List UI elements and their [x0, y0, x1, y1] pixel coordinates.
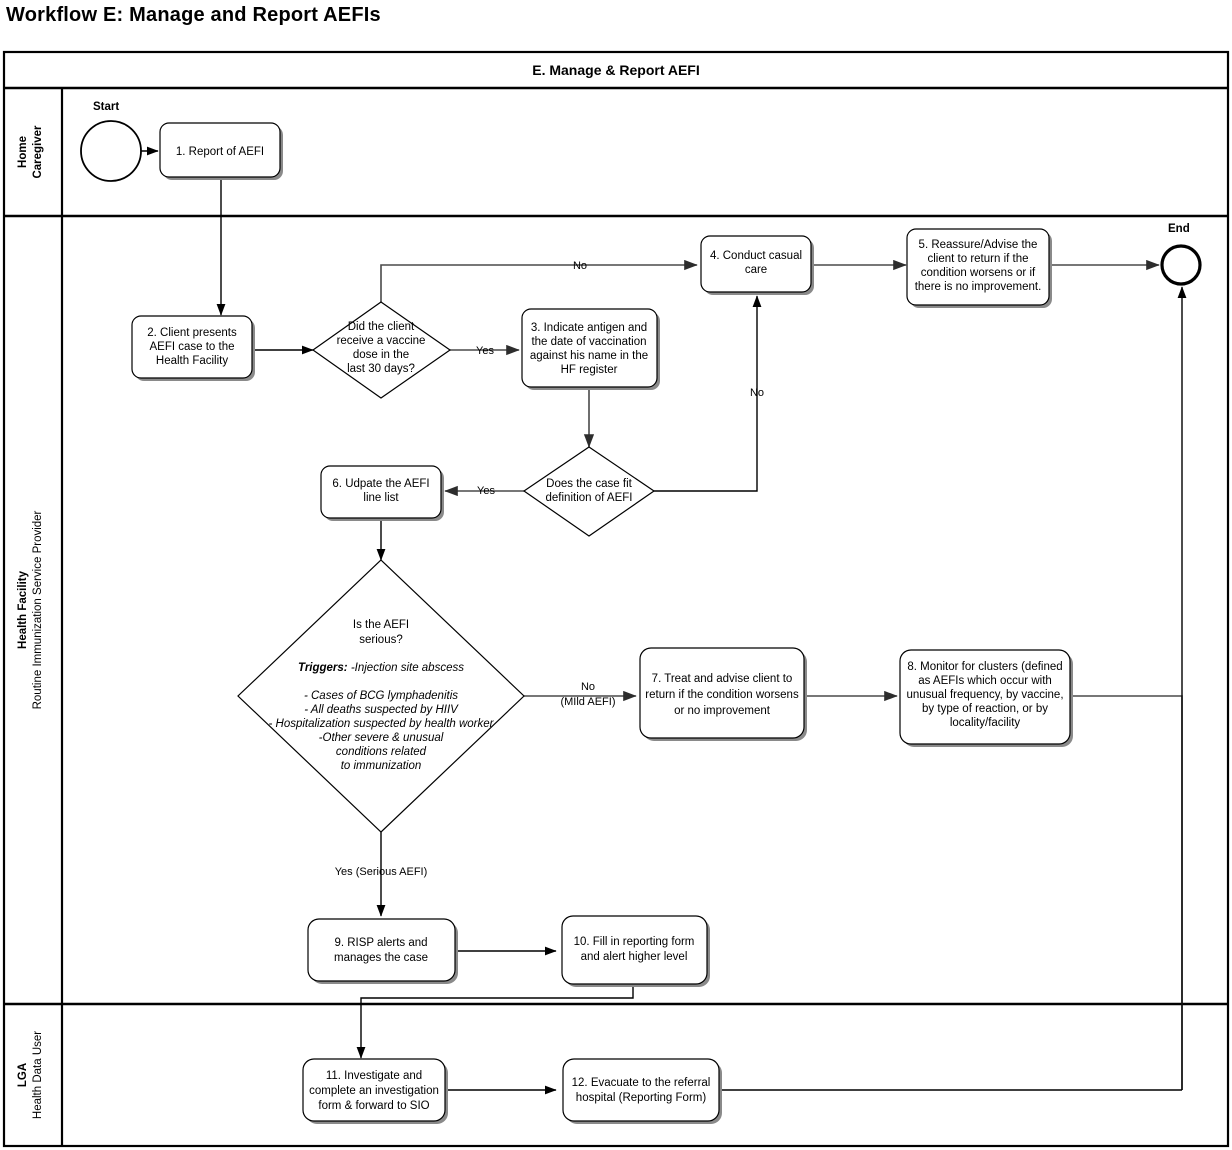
svg-text:dose in the: dose in the: [353, 349, 409, 361]
svg-text:Is the AEFI: Is the AEFI: [353, 619, 409, 631]
node-1-report-of-aefi[interactable]: 1. Report of AEFI: [159, 122, 283, 180]
edge-label-d2-yes: Yes: [477, 485, 495, 497]
svg-text:- All deaths suspected by HIIV: - All deaths suspected by HIIV: [304, 704, 459, 716]
svg-text:AEFI case to the: AEFI case to the: [149, 341, 234, 353]
svg-text:5. Reassure/Advise the: 5. Reassure/Advise the: [919, 239, 1038, 251]
svg-text:HF register: HF register: [561, 364, 618, 376]
svg-text:as AEFIs which occur with: as AEFIs which occur with: [918, 675, 1052, 687]
svg-text:7. Treat and advise client to: 7. Treat and advise client to: [652, 673, 793, 685]
svg-text:against his name in the: against his name in the: [530, 350, 648, 362]
svg-text:3. Indicate antigen and: 3. Indicate antigen and: [531, 322, 647, 334]
svg-text:care: care: [745, 264, 767, 276]
edge-label-d3-no-line1: No: [581, 681, 595, 693]
svg-text:hospital (Reporting Form): hospital (Reporting Form): [576, 1092, 707, 1104]
svg-text:Does the case fit: Does the case fit: [546, 478, 632, 490]
node-12-evacuate-referral-hospital[interactable]: 12. Evacuate to the referral hospital (R…: [562, 1058, 722, 1124]
svg-text:manages the case: manages the case: [334, 952, 428, 964]
svg-text:receive a vaccine: receive a vaccine: [337, 335, 426, 347]
svg-text:definition of AEFI: definition of AEFI: [546, 492, 633, 504]
svg-text:12. Evacuate to the referral: 12. Evacuate to the referral: [572, 1077, 711, 1089]
edge-label-d2-no: No: [750, 387, 764, 399]
svg-text:and alert higher level: and alert higher level: [581, 951, 688, 963]
svg-text:6. Udpate the AEFI: 6. Udpate the AEFI: [332, 478, 429, 490]
node-10-fill-reporting-form[interactable]: 10. Fill in reporting form and alert hig…: [561, 915, 710, 987]
svg-text:-Other severe & unusual: -Other severe & unusual: [319, 732, 444, 744]
node-2-client-presents[interactable]: 2. Client presents AEFI case to the Heal…: [131, 315, 255, 381]
svg-text:unusual frequency, by vaccine,: unusual frequency, by vaccine,: [906, 689, 1063, 701]
svg-text:Routine Immunization Service P: Routine Immunization Service Provider: [32, 510, 44, 709]
start-label: Start: [93, 101, 119, 113]
decision-is-aefi-serious[interactable]: Is the AEFI serious? Triggers: -Injectio…: [237, 559, 525, 833]
svg-text:Caregiver: Caregiver: [32, 125, 44, 179]
start-event[interactable]: Start: [80, 101, 142, 182]
svg-text:serious?: serious?: [359, 634, 402, 646]
svg-text:to immunization: to immunization: [341, 760, 422, 772]
node-4-conduct-casual-care[interactable]: 4. Conduct casual care: [700, 235, 814, 295]
svg-text:- Cases of BCG lymphadenitis: - Cases of BCG lymphadenitis: [304, 690, 458, 702]
edge-label-d3-yes: Yes (Serious AEFI): [335, 866, 428, 878]
decision-vaccine-dose-30-days[interactable]: Did the client receive a vaccine dose in…: [311, 301, 452, 399]
pool-header: E. Manage & Report AEFI: [532, 62, 700, 78]
node-9-risp-alerts[interactable]: 9. RISP alerts and manages the case: [307, 918, 458, 984]
svg-text:last 30 days?: last 30 days?: [347, 363, 415, 375]
svg-text:Health Facility: Health Facility: [156, 355, 228, 367]
svg-text:there is no improvement.: there is no improvement.: [915, 281, 1042, 293]
svg-text:condition worsens or if: condition worsens or if: [921, 267, 1036, 279]
node-8-monitor-for-clusters[interactable]: 8. Monitor for clusters (defined as AEFI…: [899, 649, 1073, 747]
edge-label-d1-no: No: [573, 260, 587, 272]
svg-text:2. Client presents: 2. Client presents: [147, 327, 237, 339]
connectors: [141, 146, 1187, 1095]
node-7-treat-and-advise[interactable]: 7. Treat and advise client to return if …: [639, 647, 807, 741]
lane-label-health-facility: Health Facility Routine Immunization Ser…: [17, 510, 44, 709]
svg-text:1. Report of AEFI: 1. Report of AEFI: [176, 146, 264, 158]
page-title: Workflow E: Manage and Report AEFIs: [6, 4, 381, 26]
svg-text:Did the client: Did the client: [348, 321, 415, 333]
node-3-indicate-antigen[interactable]: 3. Indicate antigen and the date of vacc…: [521, 308, 660, 390]
svg-text:4. Conduct casual: 4. Conduct casual: [710, 250, 802, 262]
decision-case-fits-aefi-definition[interactable]: Does the case fit definition of AEFI: [522, 446, 656, 537]
svg-text:10. Fill in reporting form: 10. Fill in reporting form: [574, 936, 695, 948]
svg-text:return if the condition worsen: return if the condition worsens: [645, 689, 799, 701]
svg-text:conditions related: conditions related: [336, 746, 427, 758]
svg-text:LGA: LGA: [17, 1063, 29, 1087]
svg-text:the date of vaccination: the date of vaccination: [531, 336, 646, 348]
svg-text:8. Monitor for clusters (defin: 8. Monitor for clusters (defined: [907, 661, 1062, 673]
svg-text:or no improvement: or no improvement: [674, 705, 771, 717]
svg-text:line list: line list: [363, 492, 399, 504]
lane-label-lga: LGA Health Data User: [17, 1031, 44, 1119]
svg-text:Triggers: -Injection site absc: Triggers: -Injection site abscess: [298, 662, 464, 674]
svg-text:Home: Home: [17, 136, 29, 168]
lane-label-home-caregiver: Home Caregiver: [17, 125, 44, 179]
svg-text:locality/facility: locality/facility: [950, 717, 1021, 729]
edge-label-d3-no-line2: (MIld AEFI): [560, 696, 615, 708]
svg-text:Health Data User: Health Data User: [32, 1031, 44, 1119]
end-event[interactable]: End: [1160, 223, 1202, 286]
svg-text:9. RISP alerts and: 9. RISP alerts and: [334, 937, 427, 949]
node-5-reassure-advise[interactable]: 5. Reassure/Advise the client to return …: [906, 228, 1052, 308]
end-label: End: [1168, 223, 1190, 235]
edge-label-d1-yes: Yes: [476, 345, 494, 357]
node-11-investigate-complete-form[interactable]: 11. Investigate and complete an investig…: [302, 1058, 448, 1124]
node-6-update-aefi-line-list[interactable]: 6. Udpate the AEFI line list: [320, 465, 444, 521]
svg-text:complete an investigation: complete an investigation: [309, 1085, 439, 1097]
svg-text:client to return if the: client to return if the: [928, 253, 1029, 265]
svg-text:Health Facility: Health Facility: [17, 570, 29, 649]
svg-text:form & forward to SIO: form & forward to SIO: [318, 1100, 429, 1112]
svg-text:11. Investigate and: 11. Investigate and: [326, 1070, 422, 1082]
svg-text:- Hospitalization suspected by: - Hospitalization suspected by health wo…: [268, 718, 494, 730]
svg-text:by type of reaction, or by: by type of reaction, or by: [922, 703, 1048, 715]
